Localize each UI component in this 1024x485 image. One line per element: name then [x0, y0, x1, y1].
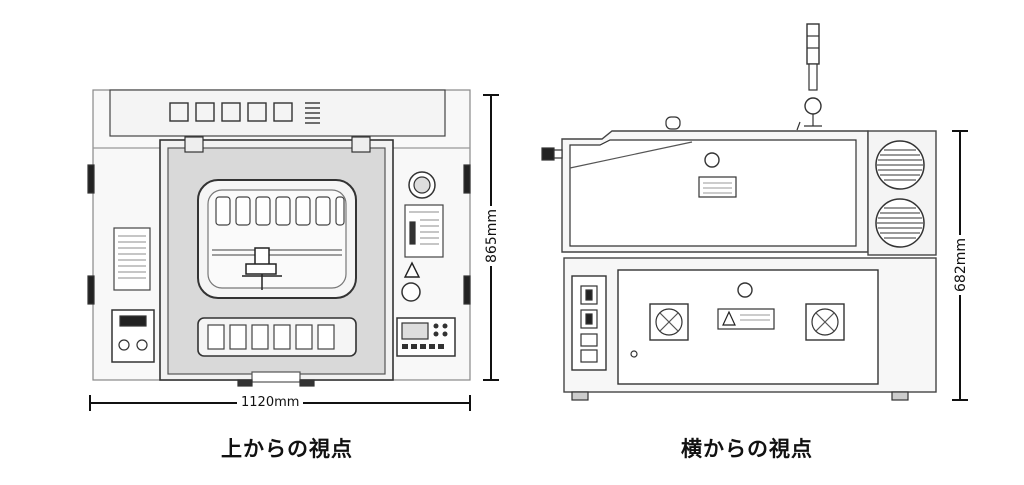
left-handle-upper: [87, 164, 95, 194]
right-handle-upper: [463, 164, 471, 194]
window-slots: [215, 196, 345, 226]
top-view-height-dimension: 865mm: [484, 206, 500, 266]
hood-vents: [169, 102, 320, 124]
upper-housing-label: [698, 176, 737, 198]
right-handle-lower: [463, 275, 471, 305]
key-switch: [401, 282, 421, 302]
top-view-caption: 上からの視点: [221, 437, 353, 461]
upper-fan: [875, 140, 925, 190]
side-view-caption: 横からの視点: [681, 437, 813, 461]
gantry-head: [242, 247, 282, 290]
top-view-machine: [87, 89, 471, 387]
side-view-height-dimension: 682mm: [953, 235, 969, 295]
lower-fan: [875, 198, 925, 248]
top-hood: [109, 89, 446, 137]
side-view-machine: [541, 23, 937, 401]
signal-tower: [806, 23, 820, 65]
hazard-triangle: [403, 261, 421, 278]
top-view-width-dimension: 1120mm: [237, 395, 304, 410]
left-label-plate: [113, 227, 151, 291]
left-handle-lower: [87, 275, 95, 305]
